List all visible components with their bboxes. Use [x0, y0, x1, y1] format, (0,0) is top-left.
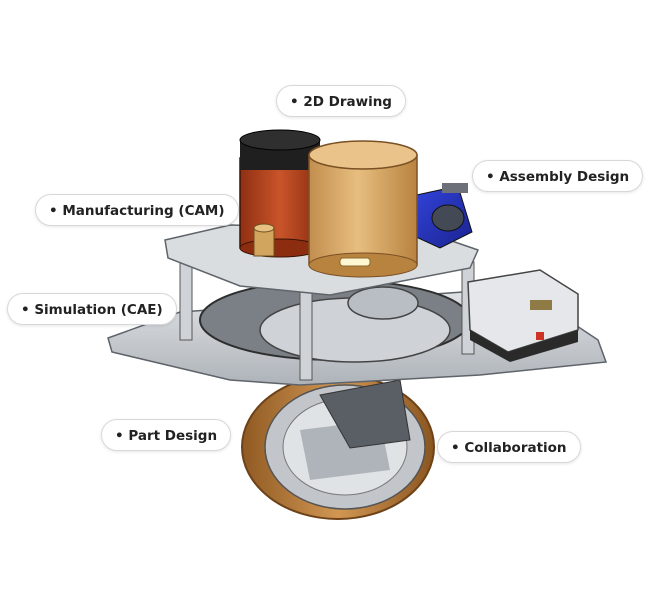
caster-bracket	[319, 379, 411, 449]
brass-fitting	[253, 223, 275, 257]
blue-motor-mount	[411, 183, 473, 249]
label-2d-drawing[interactable]: • 2D Drawing	[276, 85, 406, 117]
spur-gear	[347, 286, 419, 320]
motor-controller-box	[467, 269, 579, 362]
label-simulation-cae[interactable]: • Simulation (CAE)	[7, 293, 177, 325]
red-motor	[239, 129, 321, 258]
label-assembly-design[interactable]: • Assembly Design	[472, 160, 644, 192]
label-part-design[interactable]: • Part Design	[101, 419, 232, 451]
label-manufacturing-cam[interactable]: • Manufacturing (CAM)	[35, 194, 239, 226]
gold-motor	[308, 140, 418, 278]
label-collaboration[interactable]: • Collaboration	[437, 431, 581, 463]
